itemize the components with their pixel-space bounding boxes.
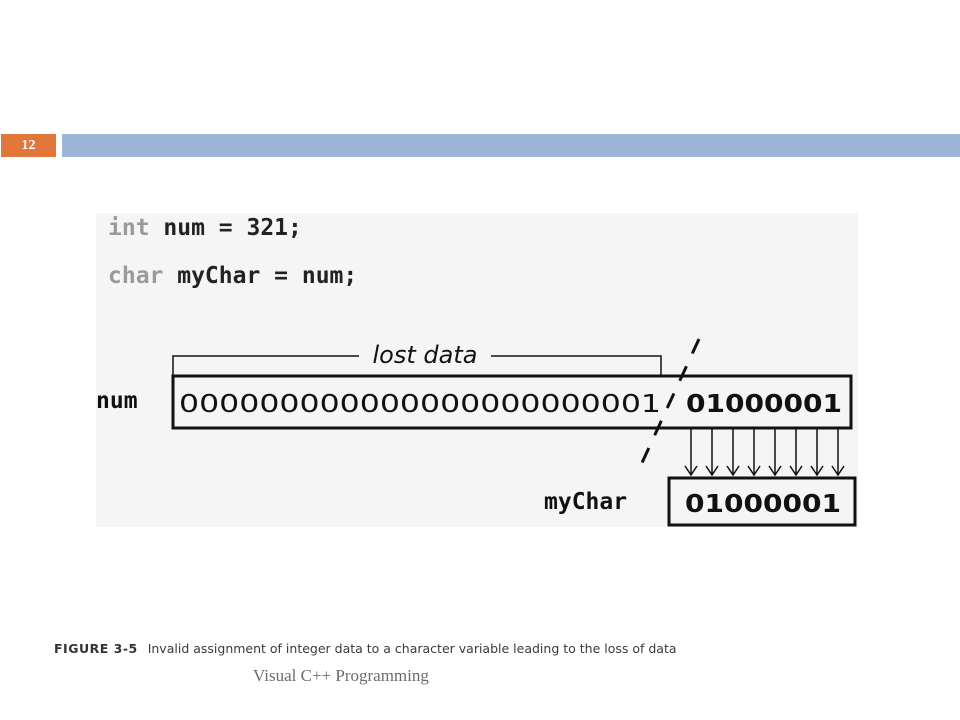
slide-number-badge: 12	[1, 134, 56, 157]
caption-text: Invalid assignment of integer data to a …	[147, 641, 677, 656]
code-rest-2: myChar = num;	[163, 263, 357, 289]
mychar-box	[667, 476, 857, 527]
num-label: num	[96, 388, 138, 414]
bit-arrow	[747, 428, 761, 477]
footer-text: Visual C++ Programming	[253, 666, 429, 685]
code-keyword-char: char	[108, 263, 163, 289]
figure-caption: FIGURE 3-5 Invalid assignment of integer …	[54, 641, 677, 656]
bit-arrow	[789, 428, 803, 477]
code-line-1: int num = 321;	[108, 215, 302, 241]
lost-data-bracket	[172, 355, 662, 375]
figure-diagram: int num = 321; char myChar = num; lost d…	[96, 215, 857, 527]
num-box	[171, 374, 853, 430]
num-lost-bits: 000000000000000000000001	[179, 389, 661, 418]
cut-line	[639, 338, 701, 466]
bit-arrow	[810, 428, 824, 477]
caption-label: FIGURE 3-5	[54, 641, 138, 656]
mychar-label: myChar	[544, 489, 627, 515]
slide-number: 12	[21, 137, 36, 153]
bit-arrow	[831, 428, 845, 477]
bit-arrow	[768, 428, 782, 477]
lost-data-label: lost data	[373, 341, 478, 369]
mychar-bits: 01000001	[685, 489, 841, 518]
num-kept-bits: 01000001	[686, 389, 842, 418]
bit-arrow	[684, 428, 698, 477]
figure-panel: int num = 321; char myChar = num; lost d…	[96, 213, 858, 527]
code-line-2: char myChar = num;	[108, 263, 357, 289]
header-bar	[62, 134, 960, 157]
bit-arrow	[705, 428, 719, 477]
bit-arrows	[684, 428, 845, 477]
code-keyword-int: int	[108, 215, 150, 241]
code-rest-1: num = 321;	[150, 215, 302, 241]
bit-arrow	[726, 428, 740, 477]
